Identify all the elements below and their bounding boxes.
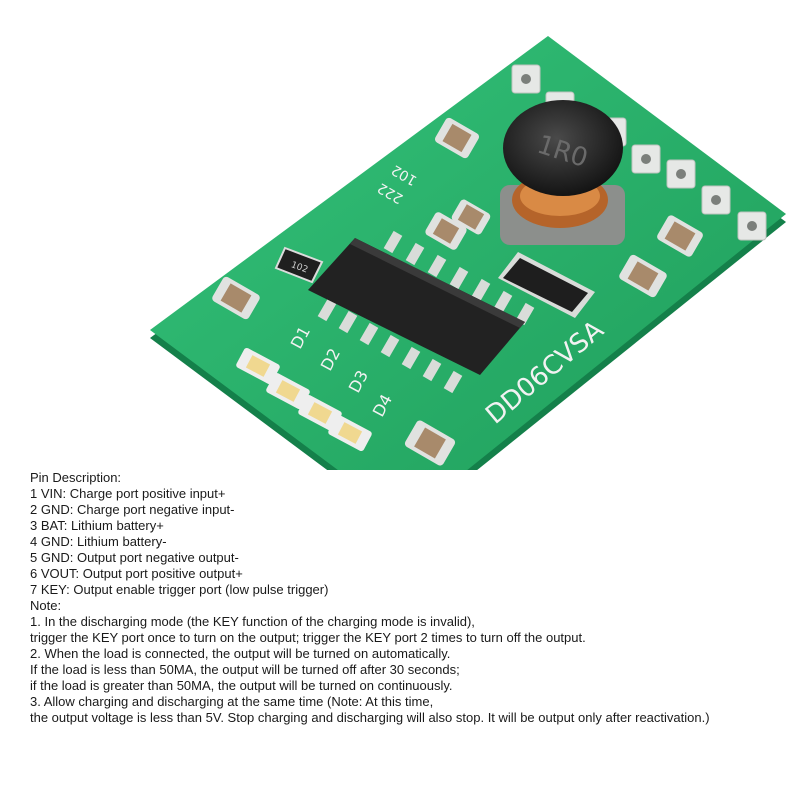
inductor: 1R0: [500, 100, 625, 245]
pin-line: 2 GND: Charge port negative input-: [30, 502, 235, 517]
led-3: [298, 394, 342, 432]
leds: [236, 347, 372, 452]
led-2: [266, 372, 310, 410]
note-line: if the load is greater than 50MA, the ou…: [30, 678, 453, 693]
mosfet: [498, 252, 595, 318]
pcb-module-photo: 1R0 102: [150, 36, 786, 470]
capacitors: [212, 117, 703, 466]
resistor-102: 102: [274, 246, 324, 284]
pin-line: 1 VIN: Charge port positive input+: [30, 486, 226, 501]
led-4: [328, 414, 372, 452]
pin-line: 6 VOUT: Output port positive output+: [30, 566, 243, 581]
pin-line: 7 KEY: Output enable trigger port (low p…: [30, 582, 329, 597]
note-line: 3. Allow charging and discharging at the…: [30, 694, 434, 709]
led-1: [236, 347, 280, 385]
note-line: 1. In the discharging mode (the KEY func…: [30, 614, 475, 629]
pin-line: 3 BAT: Lithium battery+: [30, 518, 164, 533]
pin-description-heading: Pin Description:: [30, 470, 122, 485]
main-ic-chip: [308, 230, 535, 394]
pcb-board: [150, 36, 786, 470]
note-line: trigger the KEY port once to turn on the…: [30, 630, 586, 645]
note-line: 2. When the load is connected, the outpu…: [30, 646, 451, 661]
pin-line: 4 GND: Lithium battery-: [30, 534, 167, 549]
note-line: the output voltage is less than 5V. Stop…: [30, 710, 710, 725]
note-line: If the load is less than 50MA, the outpu…: [30, 662, 460, 677]
note-heading: Note:: [30, 598, 62, 613]
pin-description-text: Pin Description: 1 VIN: Charge port posi…: [30, 470, 790, 726]
pin-line: 5 GND: Output port negative output-: [30, 550, 239, 565]
